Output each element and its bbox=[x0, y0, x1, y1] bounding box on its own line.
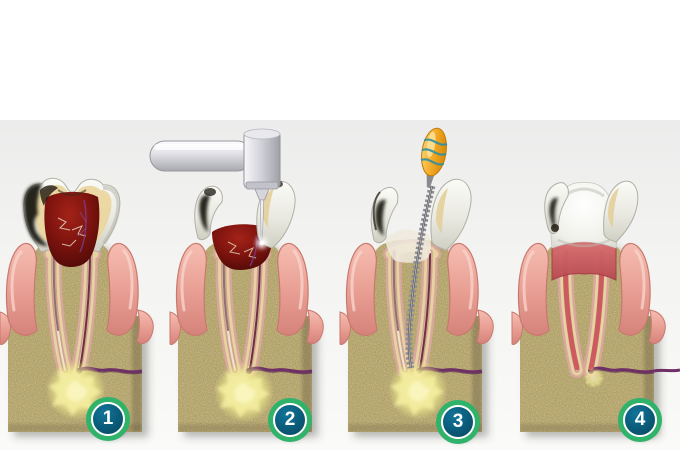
exposed-infected-pulp bbox=[212, 224, 272, 270]
file-handle bbox=[420, 127, 448, 188]
abscess-blob bbox=[388, 360, 448, 420]
crown-fragment-left bbox=[544, 182, 569, 235]
step-number-1: 1 bbox=[102, 407, 114, 429]
pulp-crack-lines bbox=[57, 217, 87, 247]
crown-fragment-left bbox=[370, 187, 399, 244]
step-number-4: 4 bbox=[634, 408, 646, 430]
step-panel-2 bbox=[149, 128, 323, 436]
infected-pulp-chamber bbox=[44, 191, 100, 267]
step-badge-4: 4 bbox=[623, 403, 657, 437]
filled-pulp-chamber bbox=[551, 241, 617, 281]
step-number-3: 3 bbox=[452, 410, 464, 432]
healing-abscess-remnant bbox=[584, 368, 605, 389]
endodontic-file bbox=[405, 127, 448, 369]
dental-drill-handpiece bbox=[149, 128, 281, 249]
step-panel-1 bbox=[0, 177, 153, 436]
vessel-extension bbox=[653, 368, 680, 373]
abscess-blob bbox=[214, 362, 274, 422]
step-number-2: 2 bbox=[284, 408, 296, 430]
crown-fragment-right bbox=[603, 180, 639, 243]
step-badge-2: 2 bbox=[273, 403, 307, 437]
decay-dark-area bbox=[23, 183, 87, 246]
white-filling bbox=[550, 182, 618, 249]
step-badge-3: 3 bbox=[441, 405, 475, 439]
infected-crown bbox=[23, 177, 121, 267]
crown-fragment-right bbox=[430, 178, 472, 251]
step-badge-1: 1 bbox=[91, 402, 125, 436]
crown-fragment-left bbox=[194, 185, 223, 241]
step-panel-4 bbox=[512, 180, 680, 436]
step-panel-3 bbox=[340, 127, 493, 436]
